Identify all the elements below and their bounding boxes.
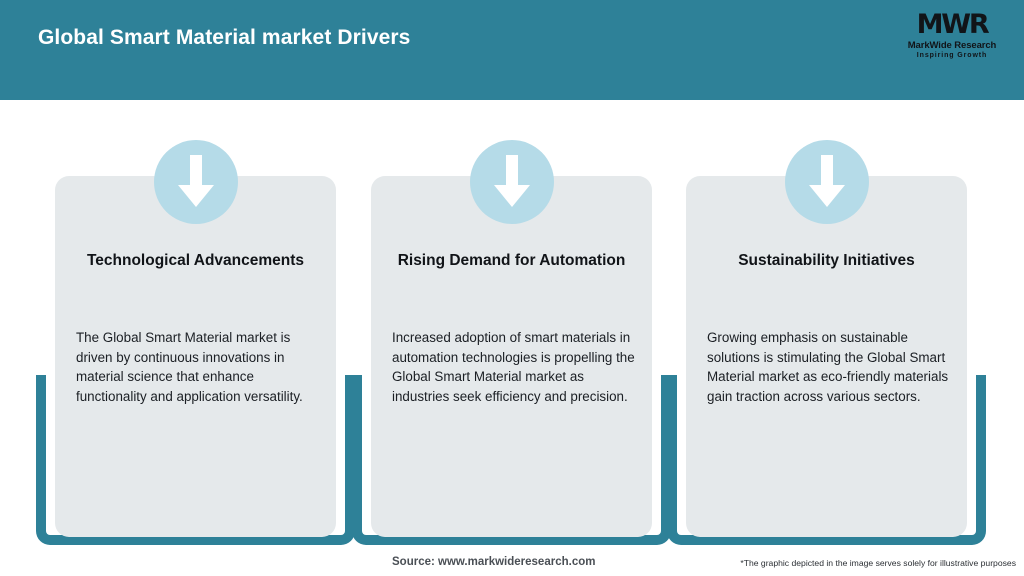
driver-card-title: Sustainability Initiatives [738,252,915,269]
card-accent-frame [36,375,355,545]
disclaimer-note: *The graphic depicted in the image serve… [740,558,1016,568]
card-accent-frame [352,375,671,545]
page-title: Global Smart Material market Drivers [38,26,411,49]
driver-card-title: Rising Demand for Automation [397,252,626,269]
driver-card-group: Rising Demand for Automation Increased a… [352,140,671,545]
driver-card: Technological Advancements The Global Sm… [55,176,336,537]
logo-tagline: Inspiring Growth [916,52,988,59]
driver-card-body: The Global Smart Material market is driv… [76,330,303,404]
logo-company-name: MarkWide Research [907,40,997,51]
logo-monogram-icon: MWR [916,9,990,40]
down-arrow-badge [470,140,554,224]
down-arrow-badge [154,140,238,224]
driver-card-group: Sustainability Initiatives Growing empha… [667,140,986,545]
company-logo: MWR MarkWide Research Inspiring Growth [898,10,1006,66]
driver-card-body: Growing emphasis on sustainable solution… [707,330,949,404]
card-accent-frame [667,375,986,545]
driver-card: Sustainability Initiatives Growing empha… [686,176,967,537]
down-arrow-badge [785,140,869,224]
driver-card-body: Increased adoption of smart materials in… [392,330,635,404]
source-note: Source: www.markwideresearch.com [392,556,596,568]
down-arrow-icon [178,155,214,207]
page-header: Global Smart Material market Drivers MWR… [0,0,1024,100]
driver-card: Rising Demand for Automation Increased a… [371,176,652,537]
driver-card-title: Technological Advancements [86,252,305,269]
down-arrow-icon [809,155,845,207]
driver-card-group: Technological Advancements The Global Sm… [36,140,355,545]
down-arrow-icon [494,155,530,207]
